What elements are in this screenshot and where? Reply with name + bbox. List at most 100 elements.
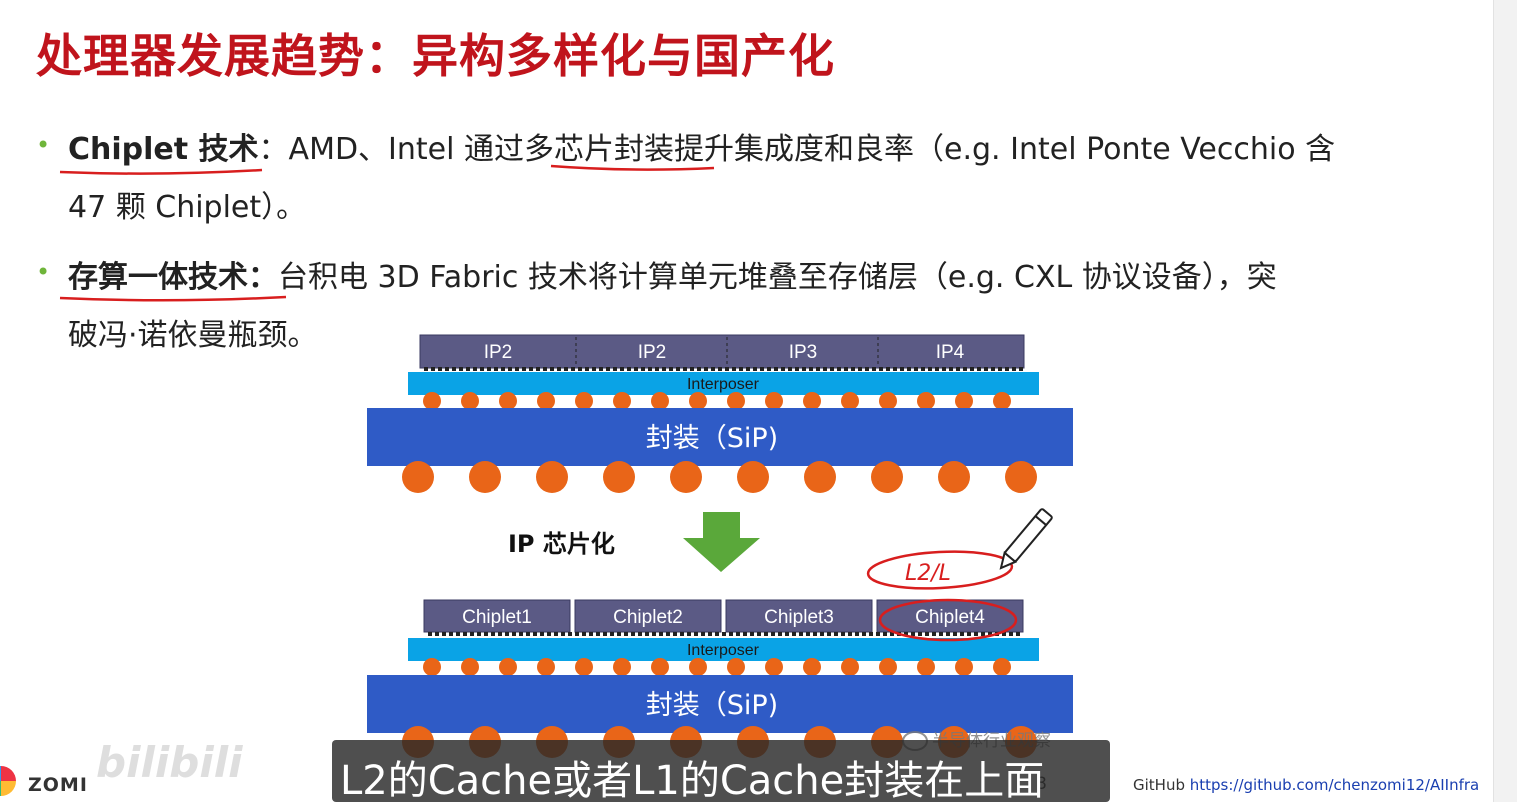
microbump xyxy=(743,632,747,636)
microbump xyxy=(914,367,918,371)
bullet-dot: • xyxy=(36,258,51,286)
solder-ball xyxy=(917,392,935,410)
microbump xyxy=(792,632,796,636)
microbump xyxy=(606,367,610,371)
microbump xyxy=(515,367,519,371)
chiplet-die xyxy=(574,599,722,633)
microbump xyxy=(557,367,561,371)
microbump xyxy=(547,632,551,636)
solder-ball xyxy=(955,658,973,676)
microbump xyxy=(599,367,603,371)
microbump xyxy=(918,632,922,636)
microbump xyxy=(967,632,971,636)
microbump xyxy=(624,632,628,636)
microbump xyxy=(785,632,789,636)
microbump xyxy=(683,367,687,371)
microbump xyxy=(449,632,453,636)
microbump xyxy=(589,632,593,636)
microbump xyxy=(655,367,659,371)
microbump xyxy=(634,367,638,371)
microbump xyxy=(676,367,680,371)
ip-label: IP2 xyxy=(484,342,513,363)
microbump xyxy=(638,632,642,636)
microbump xyxy=(750,632,754,636)
microbump xyxy=(711,367,715,371)
microbump xyxy=(778,632,782,636)
microbump xyxy=(876,632,880,636)
solder-ball xyxy=(879,658,897,676)
bullet-2-line-1: 存算一体技术：台积电 3D Fabric 技术将计算单元堆叠至存储层（e.g. … xyxy=(68,252,1277,296)
solder-ball xyxy=(651,658,669,676)
microbump xyxy=(498,632,502,636)
solder-ball xyxy=(423,658,441,676)
microbump xyxy=(491,632,495,636)
microbump xyxy=(424,367,428,371)
microbump xyxy=(984,367,988,371)
interposer-label: Interposer xyxy=(687,376,760,393)
microbump xyxy=(981,632,985,636)
microbump xyxy=(648,367,652,371)
microbump xyxy=(827,632,831,636)
microbump xyxy=(862,632,866,636)
solder-ball xyxy=(575,658,593,676)
github-link[interactable]: https://github.com/chenzomi12/AIInfra xyxy=(1189,776,1480,794)
solder-ball xyxy=(537,658,555,676)
microbump xyxy=(543,367,547,371)
microbump xyxy=(1016,632,1020,636)
microbump xyxy=(442,632,446,636)
microbump xyxy=(540,632,544,636)
microbump xyxy=(501,367,505,371)
microbump xyxy=(687,632,691,636)
solder-ball xyxy=(727,658,745,676)
underline-package-annotation xyxy=(550,164,715,171)
microbump xyxy=(484,632,488,636)
interposer-label: Interposer xyxy=(687,642,760,659)
solder-ball xyxy=(993,392,1011,410)
solder-ball xyxy=(871,461,903,493)
microbump xyxy=(977,367,981,371)
microbump xyxy=(508,367,512,371)
microbump xyxy=(911,632,915,636)
microbump xyxy=(823,367,827,371)
solder-ball xyxy=(499,658,517,676)
chiplet-die xyxy=(423,599,571,633)
solder-ball xyxy=(670,461,702,493)
microbump xyxy=(830,367,834,371)
chiplet-label: Chiplet4 xyxy=(915,607,985,628)
microbump xyxy=(662,367,666,371)
microbump xyxy=(809,367,813,371)
microbump xyxy=(788,367,792,371)
subtitle-background xyxy=(332,740,1110,802)
microbump xyxy=(529,367,533,371)
microbump xyxy=(652,632,656,636)
microbump xyxy=(893,367,897,371)
microbump xyxy=(907,367,911,371)
solder-ball xyxy=(737,461,769,493)
interposer xyxy=(408,638,1039,661)
microbump xyxy=(592,367,596,371)
chiplet-label: Chiplet3 xyxy=(764,607,834,628)
microbump xyxy=(963,367,967,371)
microbump xyxy=(795,367,799,371)
microbump xyxy=(522,367,526,371)
microbump xyxy=(718,367,722,371)
microbump xyxy=(781,367,785,371)
microbump xyxy=(613,367,617,371)
microbump xyxy=(767,367,771,371)
solder-ball xyxy=(689,392,707,410)
microbump xyxy=(837,367,841,371)
solder-ball xyxy=(841,392,859,410)
solder-ball xyxy=(461,392,479,410)
microbump xyxy=(445,367,449,371)
microbump xyxy=(585,367,589,371)
solder-ball xyxy=(536,461,568,493)
microbump xyxy=(949,367,953,371)
microbump xyxy=(732,367,736,371)
microbump xyxy=(641,367,645,371)
microbumps xyxy=(428,632,1020,636)
microbump xyxy=(869,632,873,636)
microbump xyxy=(1019,367,1023,371)
solder-ball xyxy=(917,658,935,676)
microbump xyxy=(991,367,995,371)
solder-ball xyxy=(402,461,434,493)
